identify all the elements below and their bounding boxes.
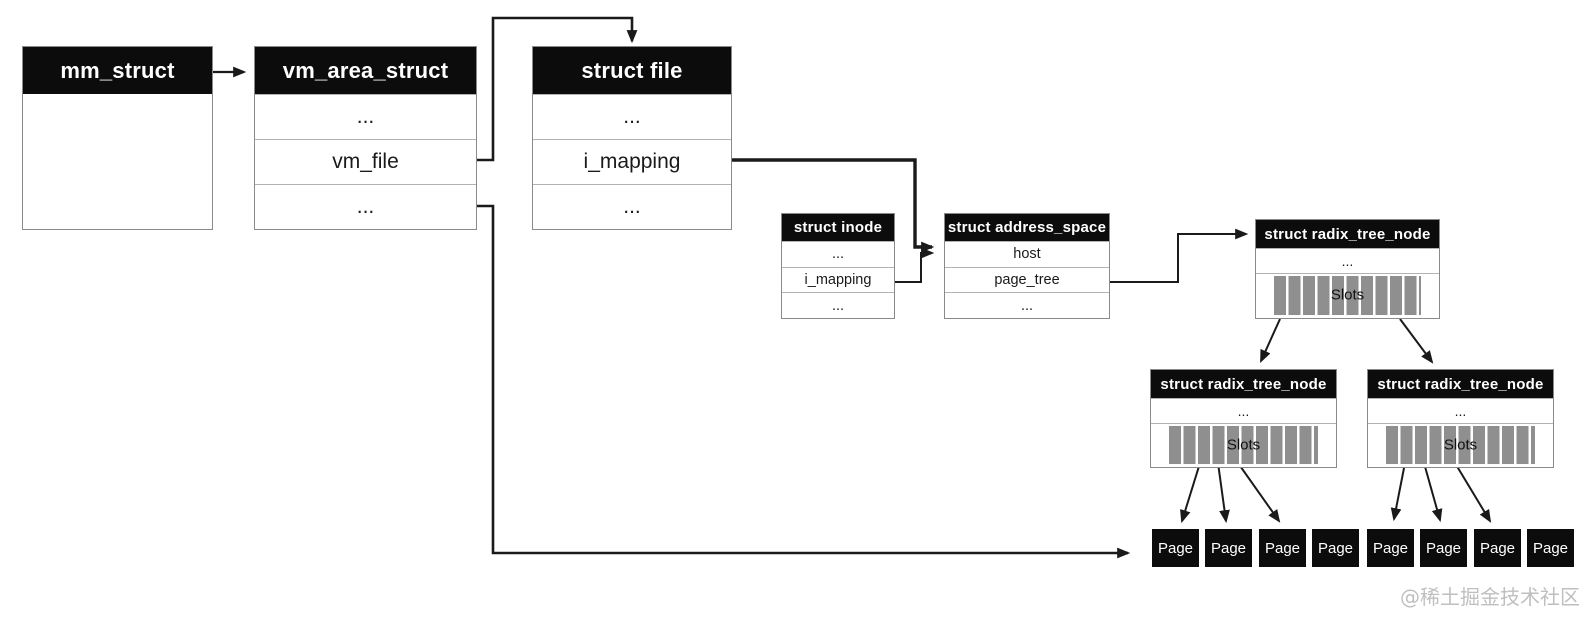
vma-row-dots-bottom: ... <box>255 184 476 229</box>
box-vm-area-struct-title: vm_area_struct <box>255 47 476 94</box>
radix-left-dots: ... <box>1151 398 1336 423</box>
page-box-2: Page <box>1205 529 1252 567</box>
page-box-5: Page <box>1367 529 1414 567</box>
box-radix-right-title: struct radix_tree_node <box>1368 370 1553 398</box>
file-row-dots-bottom: ... <box>533 184 731 229</box>
box-radix-left-title: struct radix_tree_node <box>1151 370 1336 398</box>
radix-right-slots-label: Slots <box>1443 435 1478 453</box>
arrow-root-to-right-child <box>1399 318 1434 364</box>
box-struct-file-title: struct file <box>533 47 731 94</box>
radix-left-slots-label: Slots <box>1226 435 1261 453</box>
radix-root-dots: ... <box>1256 248 1439 273</box>
box-radix-right: struct radix_tree_node ... Slots <box>1367 369 1554 468</box>
radix-right-dots: ... <box>1368 398 1553 423</box>
arrow-rightchild-to-page5 <box>1390 462 1406 522</box>
radix-root-slots-label: Slots <box>1330 286 1365 304</box>
page-box-1: Page <box>1152 529 1199 567</box>
as-row-host: host <box>945 241 1109 267</box>
file-row-dots-top: ... <box>533 94 731 139</box>
box-vm-area-struct: vm_area_struct ... vm_file ... <box>254 46 477 230</box>
page-box-6: Page <box>1420 529 1467 567</box>
arrow-leftchild-to-page2 <box>1217 462 1230 524</box>
box-struct-inode-title: struct inode <box>782 214 894 241</box>
radix-right-slots: Slots <box>1368 423 1553 467</box>
watermark-text: @稀土掘金技术社区 <box>1400 585 1580 609</box>
as-row-page-tree: page_tree <box>945 266 1109 293</box>
box-address-space: struct address_space host page_tree ... <box>944 213 1110 319</box>
arrow-rightchild-to-page7 <box>1454 462 1492 523</box>
inode-row-dots-bottom: ... <box>782 292 894 318</box>
page-box-4: Page <box>1312 529 1359 567</box>
as-row-dots: ... <box>945 292 1109 318</box>
box-struct-inode: struct inode ... i_mapping ... <box>781 213 895 319</box>
vma-row-dots-top: ... <box>255 94 476 139</box>
radix-left-slots: Slots <box>1151 423 1336 467</box>
radix-root-slot-bars <box>1274 276 1421 315</box>
radix-left-slot-bars <box>1169 426 1318 464</box>
vma-row-vm-file: vm_file <box>255 139 476 184</box>
file-row-i-mapping: i_mapping <box>533 139 731 184</box>
arrow-leftchild-to-page3 <box>1237 462 1281 523</box>
radix-root-slots: Slots <box>1256 273 1439 318</box>
inode-row-i-mapping: i_mapping <box>782 266 894 293</box>
box-mm-struct: mm_struct <box>22 46 213 230</box>
page-box-8: Page <box>1527 529 1574 567</box>
page-box-7: Page <box>1474 529 1521 567</box>
box-radix-root-title: struct radix_tree_node <box>1256 220 1439 248</box>
box-mm-struct-body <box>23 94 212 229</box>
arrow-root-to-left-child <box>1260 318 1281 363</box>
box-struct-file: struct file ... i_mapping ... <box>532 46 732 230</box>
inode-row-dots-top: ... <box>782 241 894 267</box>
radix-right-slot-bars <box>1386 426 1535 464</box>
box-radix-root: struct radix_tree_node ... Slots <box>1255 219 1440 319</box>
arrow-pagetree-to-radixroot <box>1098 228 1249 283</box>
box-radix-left: struct radix_tree_node ... Slots <box>1150 369 1337 468</box>
arrow-leftchild-to-page1 <box>1180 462 1201 524</box>
box-mm-struct-title: mm_struct <box>23 47 212 94</box>
arrow-rightchild-to-page6 <box>1423 462 1443 523</box>
box-address-space-title: struct address_space <box>945 214 1109 241</box>
page-box-3: Page <box>1259 529 1306 567</box>
